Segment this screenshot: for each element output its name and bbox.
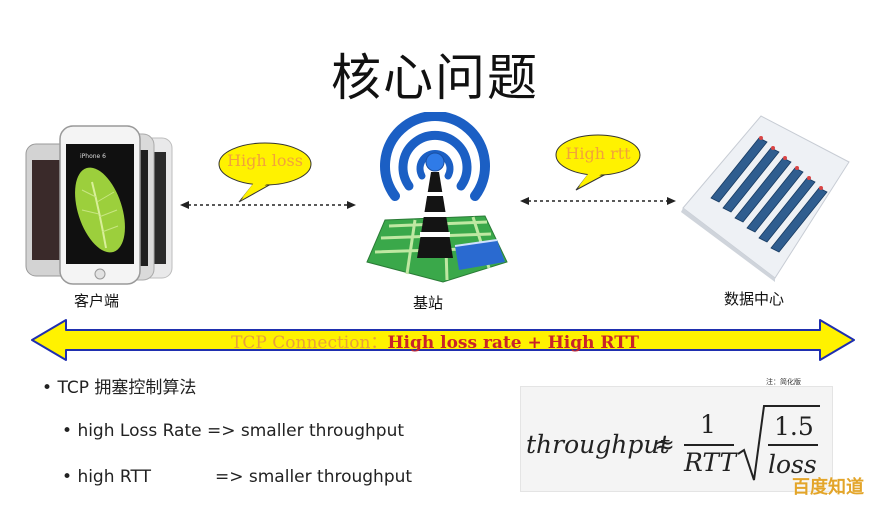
formula-denominator: RTT [684,448,737,477]
formula-sqrt-fraction-bar [768,444,818,446]
watermark: 百度知道 [792,477,864,498]
server-racks [710,137,828,253]
high-loss-bubble-text: High loss [227,151,303,170]
tcp-connection-prefix: TCP Connection： [231,333,388,353]
formula-fraction-bar [684,444,734,446]
page-title: 核心问题 [331,49,539,107]
high-rtt-bubble [555,134,641,191]
phone-front: iPhone 6 [59,125,141,285]
bullet-dot: • [62,467,78,487]
bullet-sub-2-left-text: high RTT [77,467,151,487]
base-station-illustration [366,112,508,283]
formula-lhs: throughput [526,430,670,459]
formula-sqrt-denominator: loss [768,450,817,479]
bullet-sub-1-text: high Loss Rate => smaller throughput [77,421,405,441]
bullet-dot: • [42,378,58,398]
formula-note: 注：简化版 [766,378,801,386]
formula-sqrt-numerator: 1.5 [774,412,814,441]
bullet-sub-1: • high Loss Rate => smaller throughput [62,421,404,441]
tcp-connection-emphasis: High loss rate + High RTT [387,333,639,353]
datacenter-label: 数据中心 [724,290,785,308]
high-rtt-bubble-text: High rtt [565,144,631,163]
tcp-connection-arrow [31,319,855,361]
high-loss-bubble [218,142,312,203]
bullet-sub-2: • high RTT [62,467,151,487]
formula-box [520,386,833,492]
client-label: 客户端 [74,292,120,310]
bullet-dot: • [62,421,78,441]
base-station-label: 基站 [413,294,444,312]
datacenter-illustration [681,115,850,282]
sqrt-sign [737,405,820,481]
phone-illustration: iPhone 6 [25,125,173,285]
formula-approx: ≈ [654,430,675,459]
formula-numerator: 1 [700,410,716,439]
bullet-sub-2-right-text: => smaller throughput [215,467,413,487]
station-datacenter-link-arrow [520,197,676,205]
tower-icon [417,152,453,258]
phone-screen-label: iPhone 6 [80,153,106,160]
client-station-link-arrow [180,201,356,209]
tcp-connection-label: TCP Connection：High loss rate + High RTT [0,328,870,353]
bullet-main: • TCP 拥塞控制算法 [42,373,196,398]
bullet-main-text: TCP 拥塞控制算法 [57,378,197,398]
